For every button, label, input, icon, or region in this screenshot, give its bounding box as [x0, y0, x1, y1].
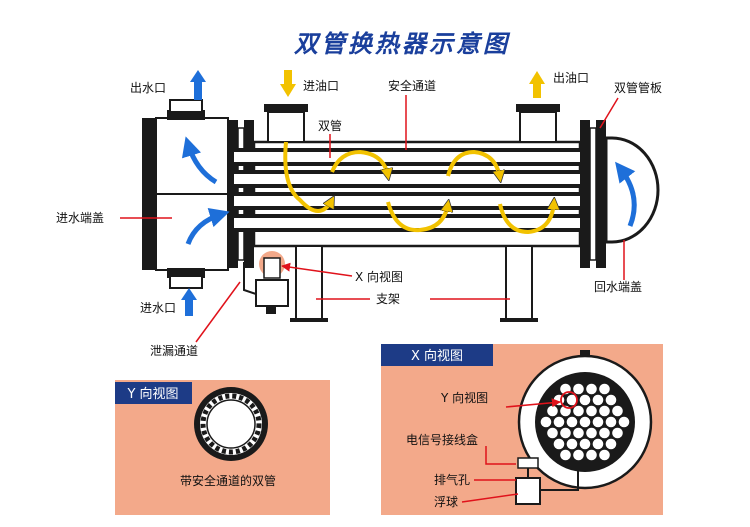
label-x-view: X 向视图 [355, 269, 403, 284]
tube-hole [566, 438, 578, 450]
tube-hole [605, 416, 617, 428]
y-view-header [115, 382, 192, 404]
flow-arrows [181, 70, 637, 316]
float-body [515, 477, 541, 505]
leader-float [461, 493, 519, 503]
label-double-tube: 双管 [318, 118, 342, 133]
oil-loop-2-icon [330, 149, 388, 176]
oil-in-arrow [280, 70, 296, 97]
tube-hole [579, 394, 591, 406]
label-oil-inlet: 进油口 [303, 79, 339, 93]
tube-hole [573, 383, 584, 395]
tube-hole [560, 427, 571, 439]
tube-hole [605, 438, 617, 450]
oil-loop-1-icon [283, 141, 332, 213]
oil-out-arrow [529, 71, 545, 98]
tube-hole [586, 383, 597, 395]
leak-channel-pipe [243, 262, 257, 295]
tube-hole [547, 427, 558, 439]
tube-hole [540, 416, 552, 428]
tube-hole [573, 427, 584, 439]
tube-hole [566, 394, 578, 406]
label-vent-hole: 排气孔 [434, 472, 470, 487]
diagram-title: 双管换热器示意图 [294, 30, 511, 58]
tube-hole [586, 405, 597, 417]
label-float: 浮球 [434, 495, 458, 509]
tube-hole [573, 405, 584, 417]
oil-outlet-nozzle [519, 111, 557, 143]
label-water-outlet: 出水口 [130, 81, 166, 95]
float-chamber [255, 279, 289, 307]
tube-hole [605, 394, 617, 406]
label-oil-outlet: 出油口 [553, 71, 589, 85]
leader-x-view [281, 262, 353, 277]
tube-hole [612, 427, 623, 439]
junction-box [517, 457, 539, 469]
tube-hole [599, 449, 610, 461]
label-tube-sheet: 双管管板 [614, 80, 662, 95]
oil-loop-5-icon [498, 202, 554, 235]
label-junction-box: 电信号接线盒 [406, 432, 478, 447]
y-view-panel: Y 向视图 带安全通道的双管 [115, 380, 330, 515]
callouts: 出水口 进油口 安全通道 出油口 双管管板 双管 进水端盖 X 向视图 支架 回… [56, 71, 662, 358]
y-view-caption: 带安全通道的双管 [180, 473, 276, 488]
water-flow-up-icon [181, 136, 218, 185]
oil-inlet-nozzle [267, 111, 305, 143]
label-water-inlet: 进水口 [140, 301, 176, 315]
x-leak-pipe [540, 462, 579, 491]
tube-hole [553, 416, 565, 428]
tube-hole [618, 416, 630, 428]
tube-hole [579, 438, 591, 450]
label-return-cover: 回水端盖 [594, 280, 642, 294]
tube-hole [612, 405, 623, 417]
tube-hole [586, 427, 597, 439]
tube-hole [566, 416, 578, 428]
tube-hole [573, 449, 584, 461]
x-view-panel: X 向视图 Y 向视图 电信号接线盒 排气孔 浮球 [381, 344, 663, 515]
water-out-arrow [190, 70, 206, 100]
safety-channel-ring [200, 393, 262, 455]
tube-hole [560, 449, 571, 461]
x-view-header-text: X 向视图 [411, 348, 463, 364]
leader-leak-channel [195, 281, 241, 343]
x-view-header [381, 344, 493, 366]
tube-hole [592, 416, 604, 428]
label-water-inlet-cover: 进水端盖 [56, 211, 104, 225]
leader-x-y-view [505, 398, 561, 408]
exchanger-body [142, 99, 660, 322]
label-safety-channel: 安全通道 [388, 78, 436, 93]
water-inlet-cover [142, 118, 156, 270]
tube-hole [586, 449, 597, 461]
tube-hole [592, 394, 604, 406]
water-return-icon [615, 161, 637, 227]
tube-hole [599, 427, 610, 439]
water-flow-in-icon [185, 207, 230, 245]
label-support: 支架 [376, 292, 400, 306]
tube-hole [553, 438, 565, 450]
label-leak-channel: 泄漏通道 [150, 344, 198, 358]
tube-hole [599, 383, 610, 395]
label-x-y-view: Y 向视图 [440, 390, 488, 405]
oil-loop-3-icon [386, 202, 448, 233]
leader-junction-box [485, 446, 516, 465]
y-view-header-text: Y 向视图 [126, 386, 178, 402]
tube-hole [547, 405, 558, 417]
tube-hole [599, 405, 610, 417]
oil-loop-4-icon [446, 149, 500, 178]
water-in-arrow [181, 288, 197, 316]
tube-hole [579, 416, 591, 428]
support-right [505, 245, 533, 321]
tube-hole [592, 438, 604, 450]
leader-tube-sheet [599, 97, 619, 129]
y-view-marker [560, 391, 578, 409]
support-left [295, 245, 323, 321]
tube-holes [540, 383, 630, 461]
